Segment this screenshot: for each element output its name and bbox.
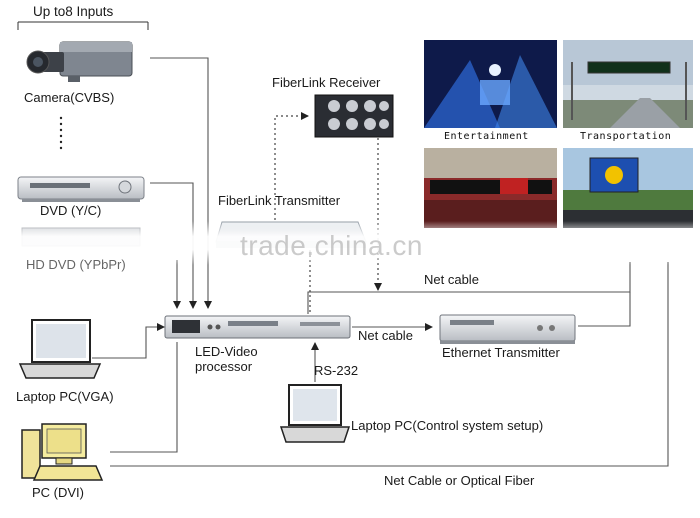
dotted-connections [274,112,382,312]
receiver-label: FiberLink Receiver [272,75,381,90]
processor-label-line2: processor [195,359,253,374]
connections [92,57,669,467]
rs232-label: RS-232 [314,363,359,378]
pc-dvi-label: PC (DVI) [32,485,84,500]
ethernet-transmitter-label: Ethernet Transmitter [442,345,560,360]
transmitter-label: FiberLink Transmitter [218,193,341,208]
watermark: trade.china.cn [240,230,423,261]
control-laptop-label: Laptop PC(Control system setup) [351,418,544,433]
processor-label: LED-Video processor [195,344,258,374]
pc-dvi-icon [21,423,104,481]
more-inputs-dots [59,116,63,150]
net-cable-label-1: Net cable [424,272,479,287]
camera-label: Camera(CVBS) [24,90,115,105]
hd-dvd-label: HD DVD (YPbPr) [26,257,126,272]
net-cable-label-2: Net cable [358,328,413,343]
diagram-title: Up to8 Inputs [33,4,114,19]
camera-icon [26,41,133,82]
photo-transportation [563,40,693,128]
ethernet-transmitter-icon [439,314,576,344]
laptop-vga-label: Laptop PC(VGA) [16,389,114,404]
photo-entertainment [424,40,557,128]
photo-stadium [424,148,557,228]
net-or-fiber-label: Net Cable or Optical Fiber [384,473,535,488]
control-laptop-icon [279,384,351,443]
dvd-player-icon [17,176,145,202]
processor-label-line1: LED-Video [195,344,258,359]
laptop-vga-icon [18,319,102,379]
fiberlink-receiver-icon [314,94,394,138]
watermark-band [0,221,700,265]
caption-transportation: Transportation [580,131,672,142]
dvd-label: DVD (Y/C) [40,203,102,218]
photo-outdoor-screen [563,148,693,228]
caption-entertainment: Entertainment [444,131,529,142]
led-video-processor-icon [164,315,351,339]
